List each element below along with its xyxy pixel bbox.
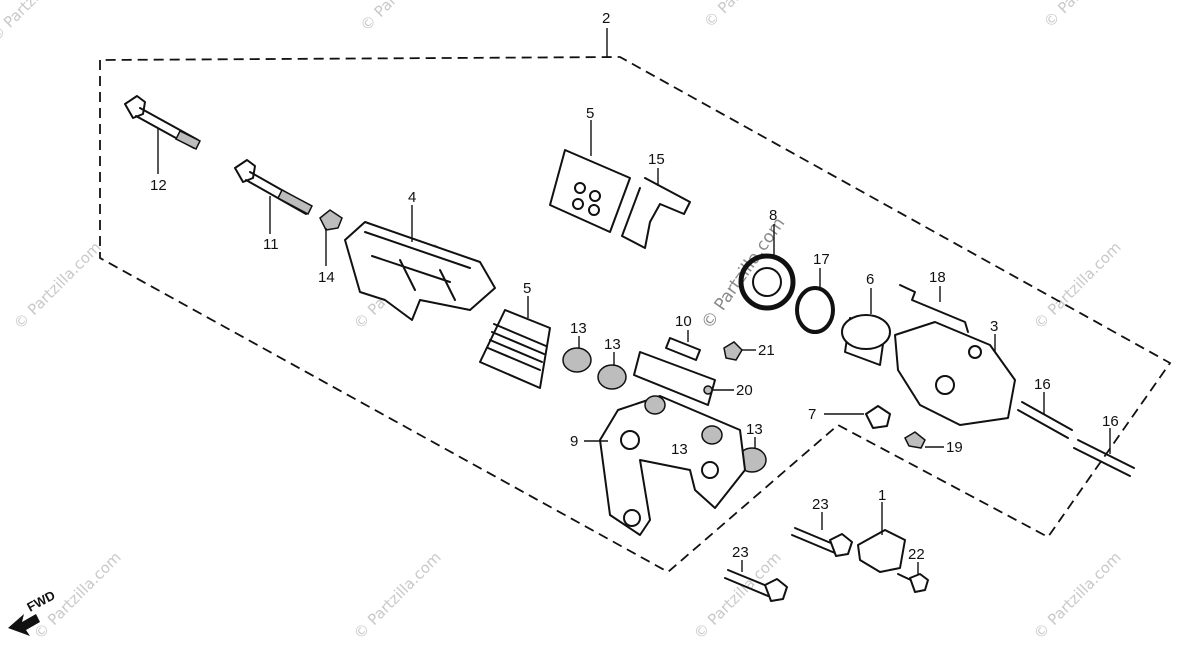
watermark: © Partzilla.com	[1040, 0, 1135, 31]
part-23-bolt-b	[724, 560, 788, 602]
part-10-pad-retainer	[633, 330, 716, 406]
callout-23-b: 23	[732, 544, 749, 561]
callout-13-a: 13	[570, 320, 587, 337]
watermark: © Partzilla.com	[1030, 238, 1125, 333]
part-20-screw	[703, 385, 734, 395]
part-14-bleeder	[319, 209, 343, 266]
callout-labels: 2 12 11 14 4 5 15 5 8 17 6 18 3 13 13 13…	[150, 10, 1119, 563]
callout-13-b: 13	[604, 336, 621, 353]
part-12-pin-bolt	[124, 95, 202, 174]
callout-19: 19	[946, 439, 963, 456]
callout-14: 14	[318, 269, 335, 286]
callout-16-b: 16	[1102, 413, 1119, 430]
callout-2: 2	[602, 10, 610, 27]
part-22-bolt	[897, 562, 929, 593]
watermark: © Partzilla.com	[350, 548, 445, 643]
part-23-bolt-a	[791, 512, 853, 557]
part-5-shim-upper	[549, 120, 631, 233]
part-17-dust-seal	[795, 268, 835, 334]
callout-9: 9	[570, 433, 578, 450]
part-6-piston	[841, 288, 891, 366]
forward-arrow-icon	[8, 614, 40, 636]
watermark: © Partzilla.com	[700, 0, 795, 31]
callout-5-upper: 5	[586, 105, 594, 122]
part-16-pin-a	[1017, 392, 1073, 439]
part-7-cap	[824, 405, 891, 429]
callout-17: 17	[813, 251, 830, 268]
part-19-bleeder	[904, 431, 944, 449]
callout-13-c: 13	[671, 441, 688, 458]
part-3-caliper-body	[894, 321, 1016, 426]
watermark: © Partzilla.com	[1030, 548, 1125, 643]
part-13-boot-a	[562, 336, 592, 373]
part-11-pin-bolt	[234, 159, 313, 234]
callout-20: 20	[736, 382, 753, 399]
watermark: © Partzilla.com	[0, 0, 81, 45]
callout-5-lower: 5	[523, 280, 531, 297]
callout-23-a: 23	[812, 496, 829, 513]
callout-13-d: 13	[746, 421, 763, 438]
callout-15: 15	[648, 151, 665, 168]
part-21-screw	[723, 341, 756, 361]
callout-11: 11	[263, 236, 279, 253]
callout-18: 18	[929, 269, 946, 286]
part-15-pad-spring	[621, 168, 691, 249]
watermark: © Partzilla.com	[357, 0, 452, 35]
callout-1: 1	[878, 487, 886, 504]
part-1-bracket	[857, 502, 906, 573]
part-4-pad-shim	[344, 205, 496, 321]
assembly-boundary	[99, 28, 1172, 574]
part-5-brake-pad	[479, 296, 551, 389]
part-16-pin-b	[1073, 428, 1135, 477]
callout-8: 8	[769, 207, 777, 224]
callout-16-a: 16	[1034, 376, 1051, 393]
part-8-piston-seal	[738, 224, 796, 311]
callout-12: 12	[150, 177, 167, 194]
callout-22: 22	[908, 546, 925, 563]
callout-3: 3	[990, 318, 998, 335]
callout-21: 21	[758, 342, 775, 359]
callout-7: 7	[808, 406, 816, 423]
part-13-boot-b	[597, 352, 627, 390]
part-9-caliper-bracket	[584, 395, 746, 536]
callout-10: 10	[675, 313, 692, 330]
part-18-spring	[899, 284, 969, 333]
callout-4: 4	[408, 189, 416, 206]
watermark: © Partzilla.com	[10, 238, 105, 333]
callout-6: 6	[866, 271, 874, 288]
